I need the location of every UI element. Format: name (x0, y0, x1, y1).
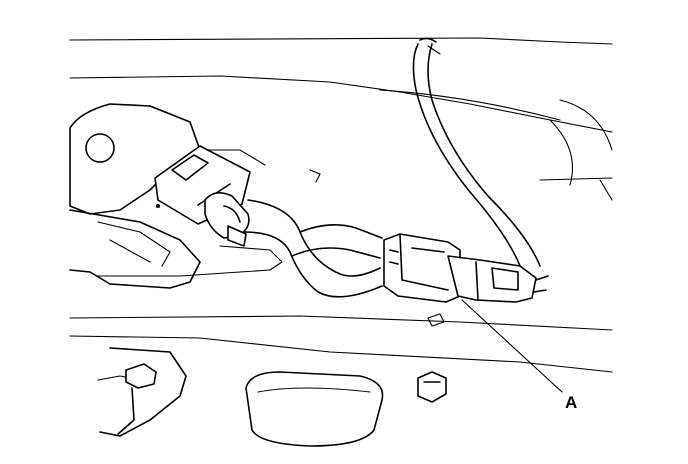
body-panel (69, 37, 613, 373)
panel-mark (309, 169, 321, 183)
harness-wire-upper (412, 37, 541, 267)
lower-bracket (97, 347, 187, 437)
callout-leader-line (461, 299, 563, 393)
bolt-right (417, 371, 447, 403)
callout-a: A (461, 299, 577, 412)
sensor-connector (154, 145, 251, 247)
wire-harness-connector (383, 233, 549, 303)
mounting-bracket (69, 103, 283, 289)
grommet-cap (245, 371, 384, 447)
rivet-dot (156, 204, 160, 208)
callout-label-a: A (565, 393, 577, 412)
wire-harness (243, 199, 383, 298)
bolt-head-left (125, 363, 157, 389)
clip-mark (427, 313, 445, 327)
bracket-hole (85, 133, 115, 163)
